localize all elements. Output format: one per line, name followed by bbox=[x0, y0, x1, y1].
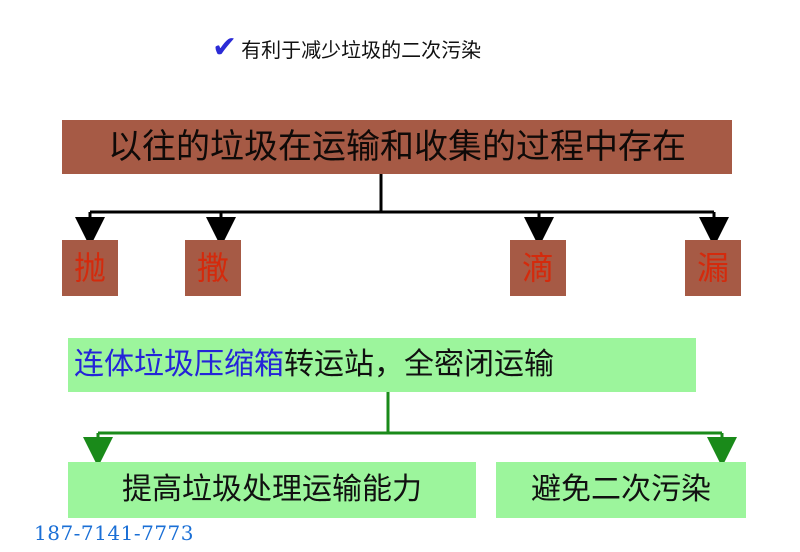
problem-item-lou: 漏 bbox=[685, 240, 741, 296]
contact-phone: 187-7141-7773 bbox=[34, 521, 194, 545]
problem-box: 以往的垃圾在运输和收集的过程中存在 bbox=[62, 120, 732, 174]
slide-header: ✔ 有利于减少垃圾的二次污染 bbox=[212, 28, 481, 68]
check-icon: ✔ bbox=[212, 30, 238, 65]
problem-item-sa: 撒 bbox=[185, 240, 241, 296]
problem-item-pao: 抛 bbox=[62, 240, 118, 296]
solution-box: 连体垃圾压缩箱转运站，全密闭运输 bbox=[68, 338, 696, 392]
problem-item-di: 滴 bbox=[510, 240, 566, 296]
slide-title: 有利于减少垃圾的二次污染 bbox=[241, 37, 482, 62]
solution-highlight: 连体垃圾压缩箱 bbox=[74, 347, 284, 382]
benefit-box-capacity: 提高垃圾处理运输能力 bbox=[68, 462, 476, 518]
solution-rest: 转运站，全密闭运输 bbox=[284, 347, 554, 382]
solution-connector bbox=[83, 392, 737, 467]
problem-connector bbox=[75, 174, 729, 247]
benefit-box-pollution: 避免二次污染 bbox=[496, 462, 746, 518]
